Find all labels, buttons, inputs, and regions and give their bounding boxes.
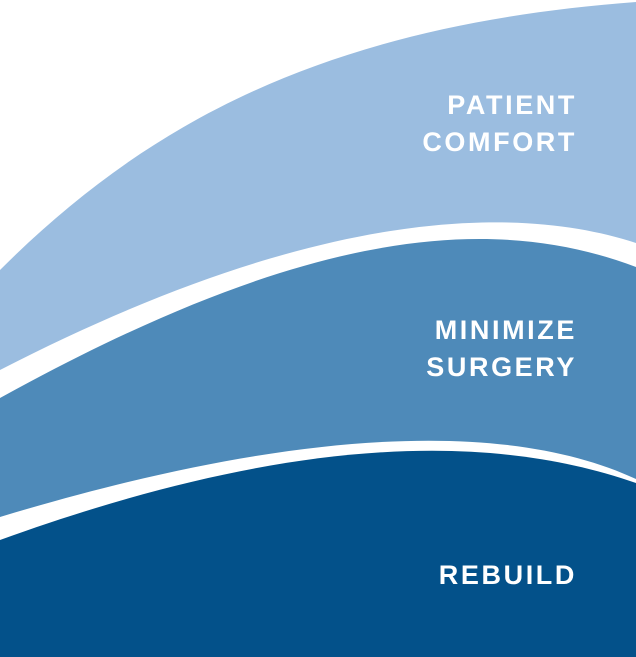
minimize-surgery-band: [0, 239, 636, 518]
patient-comfort-label-line2: COMFORT: [422, 127, 577, 157]
rebuild-band: [0, 450, 636, 657]
patient-comfort-band: [0, 2, 636, 370]
minimize-surgery-label-line2: SURGERY: [426, 352, 577, 382]
rebuild-label: REBUILD: [439, 560, 577, 590]
patient-comfort-label-line1: PATIENT: [447, 90, 577, 120]
minimize-surgery-label-line1: MINIMIZE: [435, 315, 577, 345]
